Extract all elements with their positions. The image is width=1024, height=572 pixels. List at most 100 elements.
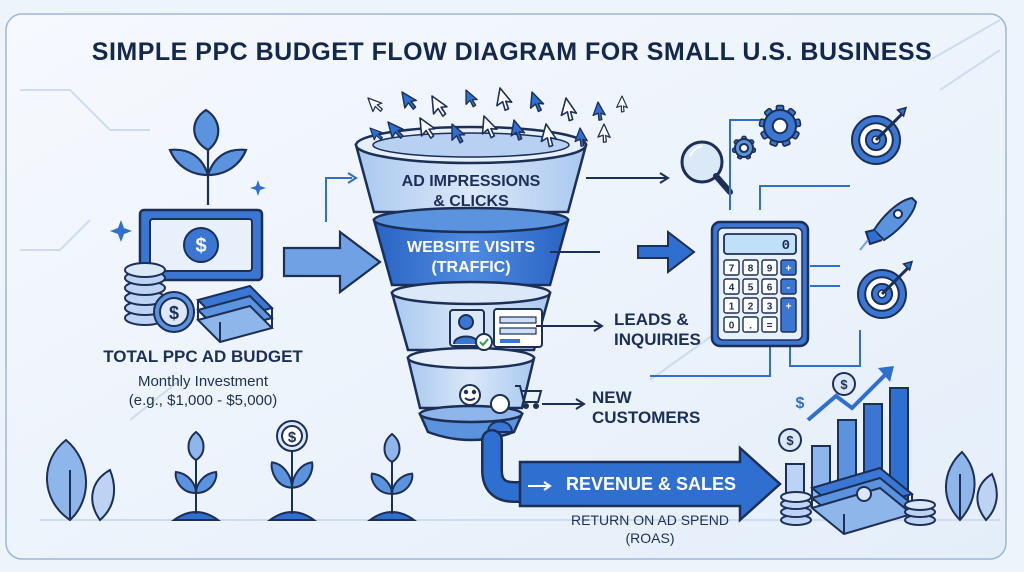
svg-text:$: $: [169, 303, 179, 323]
calculator-key-label: 6: [767, 283, 773, 294]
cursor-icon: [540, 123, 558, 148]
revenue-arrow: [518, 445, 782, 523]
calculator-key-label: 0: [729, 321, 735, 332]
cursor-icon: [616, 95, 628, 113]
calculator-key: [742, 278, 759, 295]
calculator-key: [742, 316, 759, 333]
cursor-icon: [574, 127, 588, 147]
plant-icon: [170, 430, 222, 521]
dollar-coin-icon: $ $ $: [778, 372, 856, 452]
budget-subtitle-line: Monthly Investment: [137, 373, 269, 390]
cursor-icon: [592, 101, 606, 121]
calculator-key: [761, 259, 778, 276]
calculator-key: [780, 259, 797, 276]
smiley-icon: [459, 384, 481, 406]
cursor-icon: [451, 123, 466, 144]
cursor-icon: [510, 119, 526, 141]
calculator-key: [761, 278, 778, 295]
cash-bundle-icon: [196, 284, 274, 344]
budget-range: (e.g., $1,000 - $5,000): [128, 392, 278, 409]
coin-stack-icon: $: [124, 262, 195, 333]
calculator-key-label: +: [786, 302, 792, 313]
cursor-icon: [369, 127, 384, 141]
cursor-icon: [367, 97, 383, 113]
plant-icon: [366, 432, 418, 521]
calculator-key: [761, 297, 778, 314]
cursor-icon: [387, 121, 404, 139]
customers-line2: CUSTOMERS: [592, 408, 701, 427]
cursor-icon: [481, 115, 498, 139]
calculator-key-label: +: [786, 264, 792, 275]
calculator-key-label: 7: [729, 264, 735, 275]
cursor-icon: [431, 95, 448, 117]
calculator-key-label: 1: [729, 302, 735, 313]
budget-subtitle: Monthly Investment (e.g., $1,000 - $5,00…: [98, 372, 308, 410]
target-icon: [857, 260, 914, 319]
funnel-stage-impressions: AD IMPRESSIONS & CLICKS: [376, 172, 566, 212]
calculator-key-label: .: [749, 321, 752, 332]
svg-text:$: $: [786, 433, 794, 448]
customers-line1: NEW: [592, 388, 632, 407]
svg-text:$: $: [195, 235, 206, 257]
roas-line2: (ROAS): [625, 530, 675, 546]
plant-icon: [168, 108, 248, 205]
output-arrows: [536, 172, 670, 410]
cursor-icon: [401, 91, 418, 110]
leads-label: LEADS & INQUIRIES: [614, 310, 701, 350]
cursor-icon: [465, 89, 478, 108]
cursor-icon: [529, 91, 545, 113]
tool-connectors: [650, 119, 861, 377]
calculator-display: 0: [782, 238, 790, 254]
revenue-label: REVENUE & SALES: [566, 474, 737, 494]
budget-to-funnel-arrow: [282, 229, 382, 295]
user-check-icon: [449, 309, 493, 351]
sparkle-icons: [110, 180, 266, 242]
calculator-key-label: 5: [748, 283, 754, 294]
cursor-icon: [560, 97, 578, 122]
growth-arrow-icon: [806, 366, 894, 422]
funnel-stage-website-visits: WEBSITE VISITS (TRAFFIC): [386, 238, 556, 278]
stage-visits-line2: (TRAFFIC): [431, 259, 511, 276]
coin-stack-icon: [780, 491, 936, 526]
stage-impressions-line1: AD IMPRESSIONS: [401, 173, 541, 190]
svg-text:$: $: [840, 377, 848, 392]
leaf-icon: [46, 438, 998, 522]
calculator-key: [723, 316, 740, 333]
calculator-key-label: =: [767, 321, 773, 332]
target-icon: [851, 106, 908, 165]
funnel: [354, 125, 588, 442]
gear-icon: [731, 135, 757, 160]
svg-text:$: $: [288, 429, 297, 446]
calculator-key: [780, 278, 797, 295]
leads-line1: LEADS &: [614, 310, 689, 329]
connector-top: [325, 177, 352, 222]
traffic-to-calculator-arrow: [637, 229, 696, 275]
leads-line2: INQUIRIES: [614, 330, 701, 349]
roas-label: RETURN ON AD SPEND (ROAS): [540, 511, 760, 547]
gear-icon: [731, 104, 802, 160]
calculator-key: [742, 297, 759, 314]
cursor-icon: [496, 87, 513, 112]
magnifier-icon: [680, 140, 733, 195]
calculator-key-label: 4: [729, 283, 735, 294]
roas-line1: RETURN ON AD SPEND: [571, 512, 729, 528]
plant-icon: $: [170, 420, 418, 521]
page-title: SIMPLE PPC BUDGET FLOW DIAGRAM FOR SMALL…: [91, 38, 933, 66]
cursor-icon-group: [367, 87, 628, 148]
gear-icon: [758, 104, 802, 147]
customers-label: NEW CUSTOMERS: [592, 388, 700, 428]
calculator-key-label: -: [787, 283, 790, 294]
rocket-icon: [859, 196, 918, 251]
calculator-key: [761, 316, 778, 333]
cursor-icon: [419, 117, 436, 139]
money-bill-icon: $: [138, 208, 264, 282]
plant-icon: $: [266, 420, 318, 521]
cart-icon: [515, 385, 543, 409]
calculator-key: [742, 259, 759, 276]
cursor-icon: [597, 123, 611, 143]
calculator-key: [723, 278, 740, 295]
form-icon: [493, 308, 543, 348]
svg-text:$: $: [796, 395, 805, 412]
